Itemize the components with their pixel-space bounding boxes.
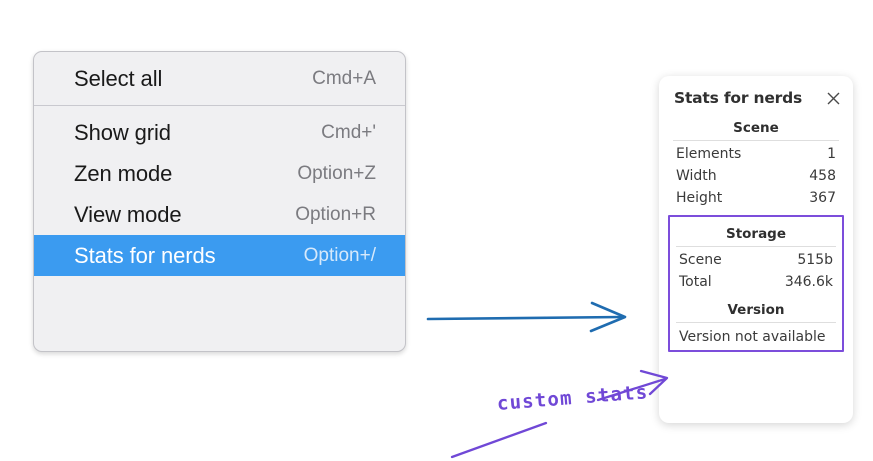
stats-row-key: Total	[679, 274, 712, 290]
section-divider	[676, 246, 836, 247]
custom-stats-container: Storage Scene 515b Total 346.6k Version …	[668, 215, 844, 352]
menu-group-2: Show grid Cmd+' Zen mode Option+Z View m…	[34, 106, 405, 282]
stats-row-key: Height	[676, 190, 723, 206]
menu-item-shortcut: Cmd+A	[312, 67, 376, 89]
menu-group-1: Select all Cmd+A	[34, 52, 405, 105]
menu-item-label: Select all	[74, 65, 163, 91]
menu-item-shortcut: Option+/	[303, 244, 376, 266]
version-note: Version not available	[679, 329, 826, 345]
stats-section-scene: Scene Elements 1 Width 458 Height 367	[667, 111, 845, 209]
menu-item-stats-for-nerds[interactable]: Stats for nerds Option+/	[34, 235, 405, 276]
stats-row: Height 367	[667, 187, 845, 209]
menu-item-view-mode[interactable]: View mode Option+R	[34, 194, 405, 235]
menu-item-show-grid[interactable]: Show grid Cmd+'	[34, 112, 405, 153]
menu-item-label: View mode	[74, 201, 182, 227]
stats-panel-titlebar: Stats for nerds	[667, 85, 845, 111]
menu-item-label: Stats for nerds	[74, 242, 216, 268]
stats-row-value: 367	[809, 190, 836, 206]
stats-row-value: 1	[827, 146, 836, 162]
menu-item-label: Show grid	[74, 119, 171, 145]
stats-row-key: Width	[676, 168, 717, 184]
menu-item-select-all[interactable]: Select all Cmd+A	[34, 58, 405, 99]
custom-stats-annotation: custom stats	[496, 381, 650, 415]
section-heading: Storage	[725, 226, 787, 242]
stats-row: Elements 1	[667, 143, 845, 165]
stats-panel-title: Stats for nerds	[674, 89, 803, 107]
context-menu[interactable]: Select all Cmd+A Show grid Cmd+' Zen mod…	[33, 51, 406, 352]
stats-row: Scene 515b	[670, 249, 842, 271]
stats-row-value: 515b	[797, 252, 833, 268]
section-heading: Version	[727, 302, 785, 318]
stats-row: Total 346.6k	[670, 271, 842, 293]
stats-row-value: 458	[809, 168, 836, 184]
stats-row-key: Elements	[676, 146, 742, 162]
stats-row-key: Scene	[679, 252, 722, 268]
stats-section-storage: Storage Scene 515b Total 346.6k	[670, 217, 842, 293]
menu-item-zen-mode[interactable]: Zen mode Option+Z	[34, 153, 405, 194]
section-divider	[676, 322, 836, 323]
purple-underline-stroke	[450, 421, 548, 459]
stats-row-value: 346.6k	[784, 274, 833, 290]
section-heading: Scene	[733, 120, 779, 136]
stats-section-version: Version Version not available	[670, 293, 842, 347]
stats-row: Width 458	[667, 165, 845, 187]
close-icon[interactable]	[823, 88, 843, 108]
blue-arrow	[426, 301, 627, 333]
menu-item-shortcut: Option+R	[295, 203, 376, 225]
menu-item-label: Zen mode	[74, 160, 173, 186]
menu-separator	[34, 105, 405, 106]
section-divider	[673, 140, 839, 141]
menu-item-shortcut: Option+Z	[297, 162, 376, 184]
menu-item-shortcut: Cmd+'	[321, 121, 376, 143]
stats-for-nerds-panel[interactable]: Stats for nerds Scene Elements 1 Width 4…	[659, 76, 853, 423]
